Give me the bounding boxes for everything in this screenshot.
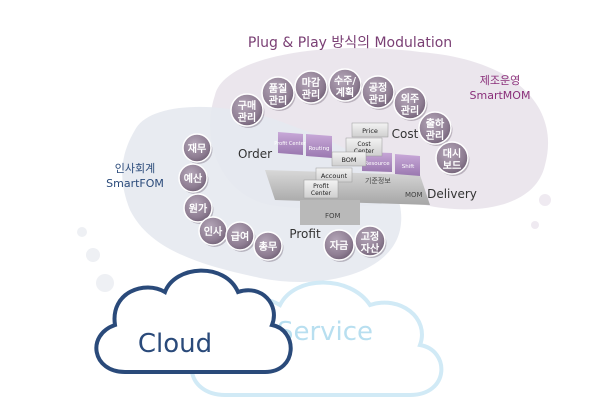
- fom-module-circle: 총무: [253, 231, 284, 262]
- fom-module-circle-line1: 급여: [231, 230, 249, 243]
- account-block-label: Account: [321, 172, 348, 180]
- fom-module-circle-line1: 예산: [184, 172, 203, 185]
- cloud-text: Cloud: [138, 329, 212, 359]
- profit-center-label-1: Profit: [313, 183, 329, 190]
- mom-module-circle-line2: 관리: [302, 88, 320, 101]
- bom-block: [331, 151, 367, 167]
- cost-center-label-1: Cost: [357, 141, 371, 148]
- decor-dot: [539, 194, 551, 206]
- mom-label: 제조운영: [480, 74, 520, 87]
- fom-sub-label: SmartFOM: [106, 177, 164, 190]
- delivery-label: Delivery: [427, 187, 477, 201]
- cost-label: Cost: [392, 127, 419, 141]
- shift-label: Shift: [402, 164, 415, 170]
- fom-block-label: FOM: [325, 212, 341, 220]
- mom-module-circle-line2: 계획: [336, 86, 354, 99]
- mom-block-label: MOM: [405, 191, 423, 199]
- fom-module-circle-line1: 재무: [188, 142, 206, 155]
- mom-module-circle-line1: 외주: [401, 93, 419, 105]
- price-block-label: Price: [362, 127, 378, 135]
- mom-module-circle-line2: 관리: [401, 104, 419, 117]
- decor-dot: [77, 227, 87, 237]
- fom-module-circle: 급여: [225, 221, 256, 252]
- central-block-stack: FOM MOM 기준정보 Profit Center Routing Resou…: [265, 122, 430, 225]
- cost-center-label-2: Center: [354, 148, 375, 155]
- mom-module-circle-line1: 품질: [269, 83, 287, 95]
- mom-module-circle-line2: 관리: [238, 111, 256, 124]
- mom-sub-label: SmartMOM: [470, 89, 531, 102]
- mom-module-circle-line1: 출하: [426, 117, 445, 130]
- profit-module-circle-line1: 자금: [330, 239, 348, 252]
- profit-center-label-2: Center: [311, 190, 332, 197]
- profit-center-top-label: Profit Center: [274, 141, 306, 147]
- fom-module-circle: 원가: [183, 193, 214, 224]
- fom-module-circle-line1: 인사: [204, 225, 223, 238]
- profit-module-circle: 자금: [323, 229, 356, 262]
- diagram-title: Plug & Play 방식의 Modulation: [248, 35, 452, 51]
- fom-slab: [300, 200, 360, 225]
- mom-module-circle-line1: 구매: [238, 99, 256, 112]
- fom-module-circle-line1: 원가: [189, 202, 208, 215]
- profit-module-circle-line1: 고정: [361, 230, 379, 243]
- decor-dot: [96, 274, 114, 292]
- mom-module-circle-line1: 대시: [443, 147, 461, 160]
- mom-module-circle-line1: 공정: [369, 81, 387, 94]
- routing-label: Routing: [308, 146, 329, 152]
- fom-module-circle: 예산: [178, 163, 209, 194]
- fom-module-circle: 인사: [198, 216, 229, 247]
- profit-center-block: [303, 179, 339, 199]
- resource-label: Resource: [364, 161, 390, 167]
- bom-block-label: BOM: [341, 156, 356, 164]
- mom-module-circle-line1: 마감: [302, 76, 321, 89]
- routing-tile: [306, 134, 332, 158]
- base-info-label: 기준정보: [365, 176, 391, 185]
- price-block: [351, 122, 389, 138]
- decor-dot: [86, 248, 100, 262]
- profit-module-circle-line2: 자산: [361, 242, 380, 255]
- service-text: Service: [277, 317, 373, 347]
- shift-tile: [395, 154, 420, 176]
- mom-module-circle-line1: 수주/: [334, 75, 356, 87]
- mom-module-circle-line2: 관리: [426, 129, 444, 142]
- mom-module-circle-line2: 관리: [369, 93, 387, 106]
- fom-module-circle-line1: 총무: [259, 240, 277, 253]
- decor-dot: [531, 221, 539, 229]
- order-label: Order: [238, 147, 272, 161]
- fom-module-circle: 재무: [182, 133, 213, 164]
- mom-module-circle: 수주/계획: [328, 68, 363, 103]
- mom-module-circle-line2: 관리: [269, 94, 287, 107]
- profit-center-top-tile: [278, 132, 303, 155]
- mom-module-circle-line2: 보드: [443, 160, 461, 172]
- profit-label: Profit: [289, 227, 321, 241]
- cloud-shape: Cloud: [94, 268, 293, 374]
- resource-tile: [362, 152, 392, 172]
- fom-label: 인사회계: [115, 162, 155, 175]
